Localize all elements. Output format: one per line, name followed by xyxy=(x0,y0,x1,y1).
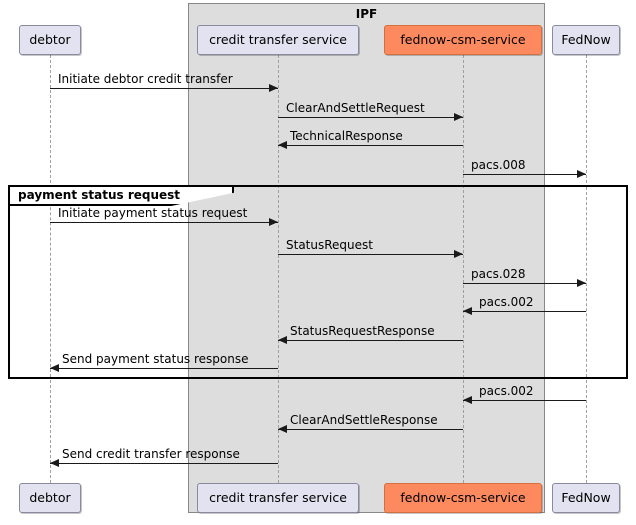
lifeline-cts xyxy=(278,55,279,483)
message-label-m4: pacs.008 xyxy=(471,158,526,172)
message-line-m8 xyxy=(463,311,586,312)
participant-debtor-bottom[interactable]: debtor xyxy=(19,483,81,513)
message-label-m7: pacs.028 xyxy=(471,267,526,281)
message-line-m1 xyxy=(50,88,278,89)
message-line-m13 xyxy=(50,463,278,464)
group-label-text: payment status request xyxy=(18,188,181,202)
message-label-m9: StatusRequestResponse xyxy=(290,324,435,338)
message-arrowhead-m4 xyxy=(577,170,586,178)
group-white-fill-left xyxy=(10,187,188,377)
message-label-m10: Send payment status response xyxy=(62,352,249,366)
lifeline-debtor-in-group xyxy=(50,187,51,377)
lifeline-fednow-in-group xyxy=(586,187,587,377)
participant-fednowcsm-top[interactable]: fednow-csm-service xyxy=(384,25,542,55)
message-arrowhead-m1 xyxy=(269,84,278,92)
message-label-m11: pacs.002 xyxy=(479,384,534,398)
message-arrowhead-m12 xyxy=(278,425,287,433)
ipf-frame-title: IPF xyxy=(355,7,378,21)
lifeline-fednowcsm xyxy=(463,55,464,483)
message-label-m12: ClearAndSettleResponse xyxy=(290,413,438,427)
message-label-m5: Initiate payment status request xyxy=(58,206,248,220)
message-arrowhead-m3 xyxy=(278,141,287,149)
message-line-m9 xyxy=(278,340,463,341)
message-arrowhead-m8 xyxy=(463,307,472,315)
message-arrowhead-m6 xyxy=(454,250,463,258)
participant-cts-top[interactable]: credit transfer service xyxy=(197,25,359,55)
participant-fednow-bottom[interactable]: FedNow xyxy=(552,483,620,513)
message-arrowhead-m9 xyxy=(278,336,287,344)
message-label-m8: pacs.002 xyxy=(479,295,534,309)
participant-cts-bottom[interactable]: credit transfer service xyxy=(197,483,359,513)
message-label-m1: Initiate debtor credit transfer xyxy=(58,72,233,86)
message-arrowhead-m5 xyxy=(269,218,278,226)
participant-fednowcsm-bottom[interactable]: fednow-csm-service xyxy=(384,483,542,513)
message-line-m11 xyxy=(463,400,586,401)
message-label-m13: Send credit transfer response xyxy=(62,447,240,461)
message-arrowhead-m10 xyxy=(50,364,59,372)
message-line-m3 xyxy=(278,145,463,146)
group-label-payment-status-request: payment status request xyxy=(10,187,234,206)
message-arrowhead-m7 xyxy=(577,279,586,287)
message-line-m10 xyxy=(50,368,278,369)
message-line-m12 xyxy=(278,429,463,430)
participant-debtor-top[interactable]: debtor xyxy=(19,25,81,55)
message-line-m5 xyxy=(50,222,278,223)
message-arrowhead-m11 xyxy=(463,396,472,404)
group-frame-payment-status-request xyxy=(8,185,628,379)
message-label-m6: StatusRequest xyxy=(286,238,373,252)
message-label-m2: ClearAndSettleRequest xyxy=(286,101,425,115)
message-line-m2 xyxy=(278,117,463,118)
message-arrowhead-m2 xyxy=(454,113,463,121)
message-line-m4 xyxy=(463,174,586,175)
message-arrowhead-m13 xyxy=(50,459,59,467)
participant-fednow-top[interactable]: FedNow xyxy=(552,25,620,55)
message-label-m3: TechnicalResponse xyxy=(290,129,403,143)
message-line-m6 xyxy=(278,254,463,255)
message-line-m7 xyxy=(463,283,586,284)
